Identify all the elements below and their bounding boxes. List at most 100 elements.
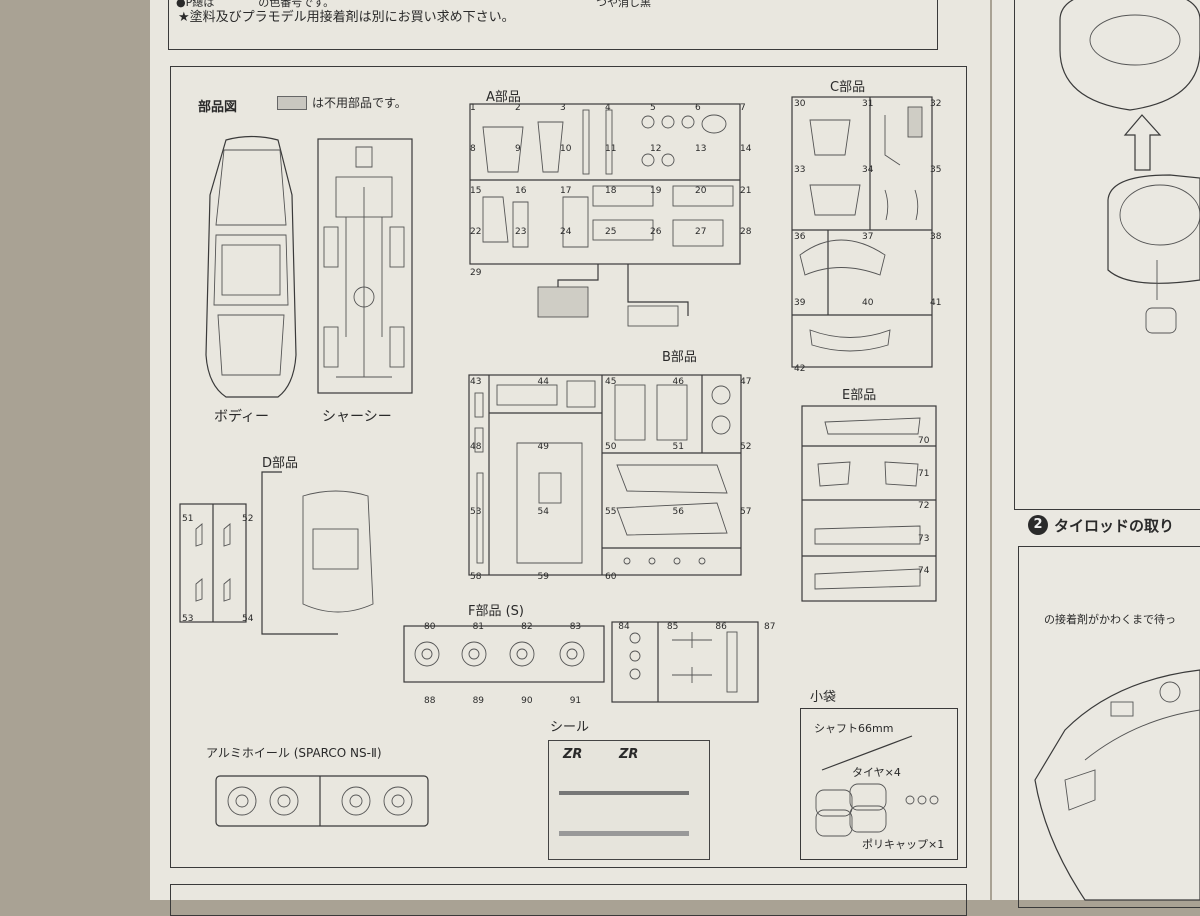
part-number-b-49: 49 <box>537 442 549 452</box>
part-number-c-31: 31 <box>862 99 874 109</box>
part-number-b-51: 51 <box>672 442 684 452</box>
a-parts-sprue <box>469 103 741 327</box>
decal-stripe-2 <box>559 831 689 836</box>
part-number-f-80: 80 <box>424 622 436 632</box>
part-number-c-41: 41 <box>930 297 942 308</box>
part-number-c-40: 40 <box>862 297 874 308</box>
paint-adhesive-note: ★塗料及びプラモデル用接着剤は別にお買い求め下さい。 <box>178 10 515 25</box>
part-number-e-72: 72 <box>918 501 930 511</box>
unused-parts-legend: は不用部品です。 <box>312 96 407 110</box>
part-number-a-20: 20 <box>695 185 707 196</box>
part-number-e-73: 73 <box>918 533 930 544</box>
part-number-c-37: 37 <box>862 231 874 242</box>
seal-label: シール <box>550 720 590 735</box>
part-number-d-52: 52 <box>242 514 254 524</box>
part-number-e-74: 74 <box>918 566 930 576</box>
part-number-a-13: 13 <box>695 144 707 155</box>
chassis-step-drawing <box>1034 669 1200 901</box>
shaft-label: シャフト66mm <box>814 722 894 735</box>
step-title: タイロッドの取り <box>1054 517 1175 535</box>
part-number-f-90: 90 <box>521 696 533 706</box>
part-number-a-3: 3 <box>560 103 566 113</box>
part-number-f-81: 81 <box>472 622 485 632</box>
part-number-b-52: 52 <box>740 442 752 452</box>
part-number-b-50: 50 <box>605 442 617 452</box>
aluminium-wheel-label: アルミホイール (SPARCO NS-Ⅱ) <box>206 746 382 760</box>
decal-zr-2: ZR <box>619 747 639 762</box>
part-number-f-86: 86 <box>715 622 727 632</box>
parts-diagram-title: 部品図 <box>198 100 238 115</box>
c-parts-label: C部品 <box>830 80 866 95</box>
part-number-a-5: 5 <box>650 103 656 113</box>
part-number-b-59: 59 <box>537 572 549 582</box>
part-number-b-43: 43 <box>470 377 482 387</box>
part-number-b-47: 47 <box>740 377 752 387</box>
part-number-b-44: 44 <box>537 377 549 387</box>
part-number-d-51: 51 <box>182 514 194 524</box>
part-number-b-56: 56 <box>672 507 684 517</box>
b-parts-label: B部品 <box>662 350 697 365</box>
decal-stripe <box>559 791 689 795</box>
part-number-e-71: 71 <box>918 468 930 479</box>
small-bag-label: 小袋 <box>810 690 837 705</box>
b-parts-sprue <box>468 374 742 576</box>
next-section-box <box>170 884 967 916</box>
part-number-a-6: 6 <box>695 103 701 113</box>
step-number-badge: 2 <box>1028 515 1048 535</box>
a-parts-label: A部品 <box>486 90 521 105</box>
part-number-a-22: 22 <box>470 226 482 237</box>
e-parts-label: E部品 <box>842 388 877 403</box>
aluminium-wheel-sprue <box>215 775 429 827</box>
part-number-b-48: 48 <box>470 442 482 452</box>
part-number-f-88: 88 <box>424 696 436 706</box>
decal-sheet: ZR ZR <box>548 740 710 860</box>
polycap-label: ポリキャップ×1 <box>862 838 945 851</box>
part-number-b-58: 58 <box>470 572 482 582</box>
part-number-a-16: 16 <box>515 185 527 196</box>
part-number-a-28: 28 <box>740 226 752 237</box>
part-number-f-91: 91 <box>569 696 582 706</box>
part-number-d-54: 54 <box>242 614 254 624</box>
instruction-sheet-right <box>992 0 1200 900</box>
tire-label: タイヤ×4 <box>852 766 901 779</box>
body-label: ボディー <box>214 409 270 425</box>
part-number-c-34: 34 <box>862 165 874 176</box>
part-number-f-89: 89 <box>472 696 485 706</box>
part-number-c-35: 35 <box>930 165 942 176</box>
part-number-a-24: 24 <box>560 226 572 237</box>
part-number-c-38: 38 <box>930 231 942 242</box>
decal-zr-1: ZR <box>563 747 583 762</box>
part-number-a-21: 21 <box>740 185 752 196</box>
part-number-a-11: 11 <box>605 144 617 155</box>
part-number-d-53: 53 <box>182 614 194 624</box>
part-number-a-10: 10 <box>560 144 572 155</box>
body-drawing <box>205 135 297 398</box>
part-number-a-26: 26 <box>650 226 662 237</box>
part-number-b-46: 46 <box>672 377 684 387</box>
part-number-f-87: 87 <box>764 622 776 632</box>
small-bag-box <box>800 708 958 860</box>
parts-diagram-box <box>170 66 967 868</box>
part-number-a-23: 23 <box>515 226 527 237</box>
part-number-a-14: 14 <box>740 144 752 155</box>
chassis-label: シャーシー <box>322 409 392 425</box>
part-number-b-45: 45 <box>605 377 617 387</box>
part-number-b-54: 54 <box>537 507 549 517</box>
part-number-a-2: 2 <box>515 103 521 113</box>
part-number-a-29: 29 <box>470 268 482 278</box>
step1-box <box>1014 0 1200 510</box>
part-number-c-39: 39 <box>794 297 806 308</box>
part-number-a-19: 19 <box>650 185 662 196</box>
unused-parts-swatch <box>277 96 307 110</box>
f-parts-sprue <box>403 621 759 703</box>
wheel-assembly-drawing <box>1059 0 1200 334</box>
chassis-drawing <box>317 138 413 394</box>
part-number-a-12: 12 <box>650 144 662 155</box>
part-number-c-33: 33 <box>794 165 806 176</box>
part-number-a-18: 18 <box>605 185 617 196</box>
part-number-f-83: 83 <box>569 622 582 632</box>
small-bag-parts <box>815 735 939 837</box>
part-number-a-9: 9 <box>515 144 521 155</box>
part-number-c-32: 32 <box>930 99 942 109</box>
part-number-a-8: 8 <box>470 144 476 155</box>
